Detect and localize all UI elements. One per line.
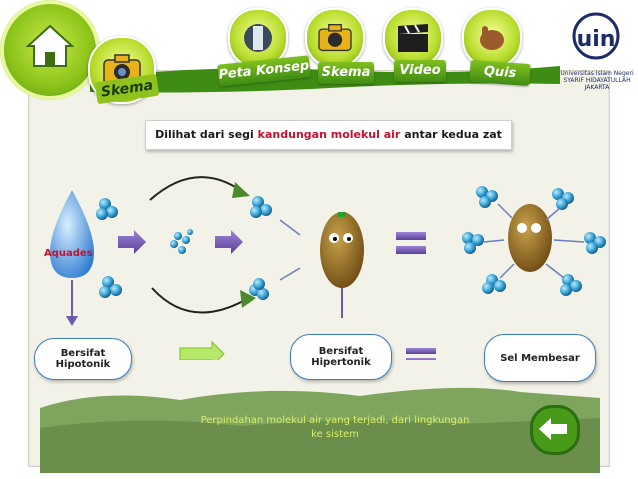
right-arrow-icon [118, 230, 146, 254]
decorative-map-strip [40, 387, 600, 473]
water-molecule-icon [99, 276, 122, 298]
water-molecule-icon [552, 188, 574, 210]
water-molecule-icon [462, 232, 484, 254]
skema-nav-button[interactable] [305, 8, 365, 68]
water-molecule-icon [482, 274, 506, 294]
right-arrow-icon [215, 230, 243, 254]
pointer-arrow-icon [279, 219, 301, 236]
logo-wordmark: uin [577, 27, 616, 52]
water-molecule-cluster-icon [170, 229, 193, 254]
tab-video[interactable]: Video [394, 60, 446, 82]
university-logo: uin [572, 12, 620, 60]
camera-icon [318, 24, 352, 52]
water-molecule-icon [96, 198, 118, 220]
subtitle-banner: Dilihat dari segi kandungan molekul air … [145, 120, 512, 150]
right-arrow-outline-icon [179, 340, 225, 360]
logo-subtitle: Universitas Islam Negeri SYARIF HIDAYATU… [560, 70, 634, 91]
pointer-arrow-icon [279, 267, 301, 281]
video-button[interactable] [383, 8, 443, 68]
transfer-note: Perpindahan molekul air yang terjadi, da… [200, 415, 470, 440]
aquades-label: Aquades [44, 248, 93, 259]
cycle-arrow-icon [151, 287, 246, 314]
water-molecule-icon [249, 278, 269, 300]
hypotonic-box: Bersifat Hipotonik [34, 338, 132, 380]
osmosis-diagram [50, 176, 606, 360]
cycle-arrow-icon [149, 176, 241, 201]
tab-skema[interactable]: Skema [318, 62, 374, 84]
water-molecule-icon [560, 274, 582, 296]
water-molecule-icon [250, 196, 272, 218]
subtitle-highlight: kandungan molekul air [257, 128, 401, 141]
back-button[interactable] [530, 405, 580, 455]
potato-cell-icon [320, 212, 364, 288]
water-molecule-icon [476, 186, 498, 208]
tab-quiz[interactable]: Quis [469, 59, 531, 87]
subtitle-prefix: Dilihat dari segi [155, 128, 254, 141]
quiz-button[interactable] [462, 8, 522, 68]
concept-map-icon [244, 24, 272, 52]
water-drop-icon [50, 190, 94, 278]
cell-enlarges-box: Sel Membesar [484, 334, 596, 382]
quiz-hand-icon [480, 26, 504, 50]
home-button[interactable] [0, 0, 100, 100]
swollen-potato-cell-icon [508, 204, 552, 272]
home-icon [26, 24, 74, 67]
video-clapper-icon [398, 24, 428, 52]
hypertonic-box: Bersifat Hipertonik [290, 334, 392, 380]
back-arrow-icon [539, 418, 567, 440]
equals-icon [396, 232, 426, 240]
water-molecule-icon [584, 232, 606, 254]
equals-icon [406, 348, 436, 354]
subtitle-suffix: antar kedua zat [404, 128, 502, 141]
